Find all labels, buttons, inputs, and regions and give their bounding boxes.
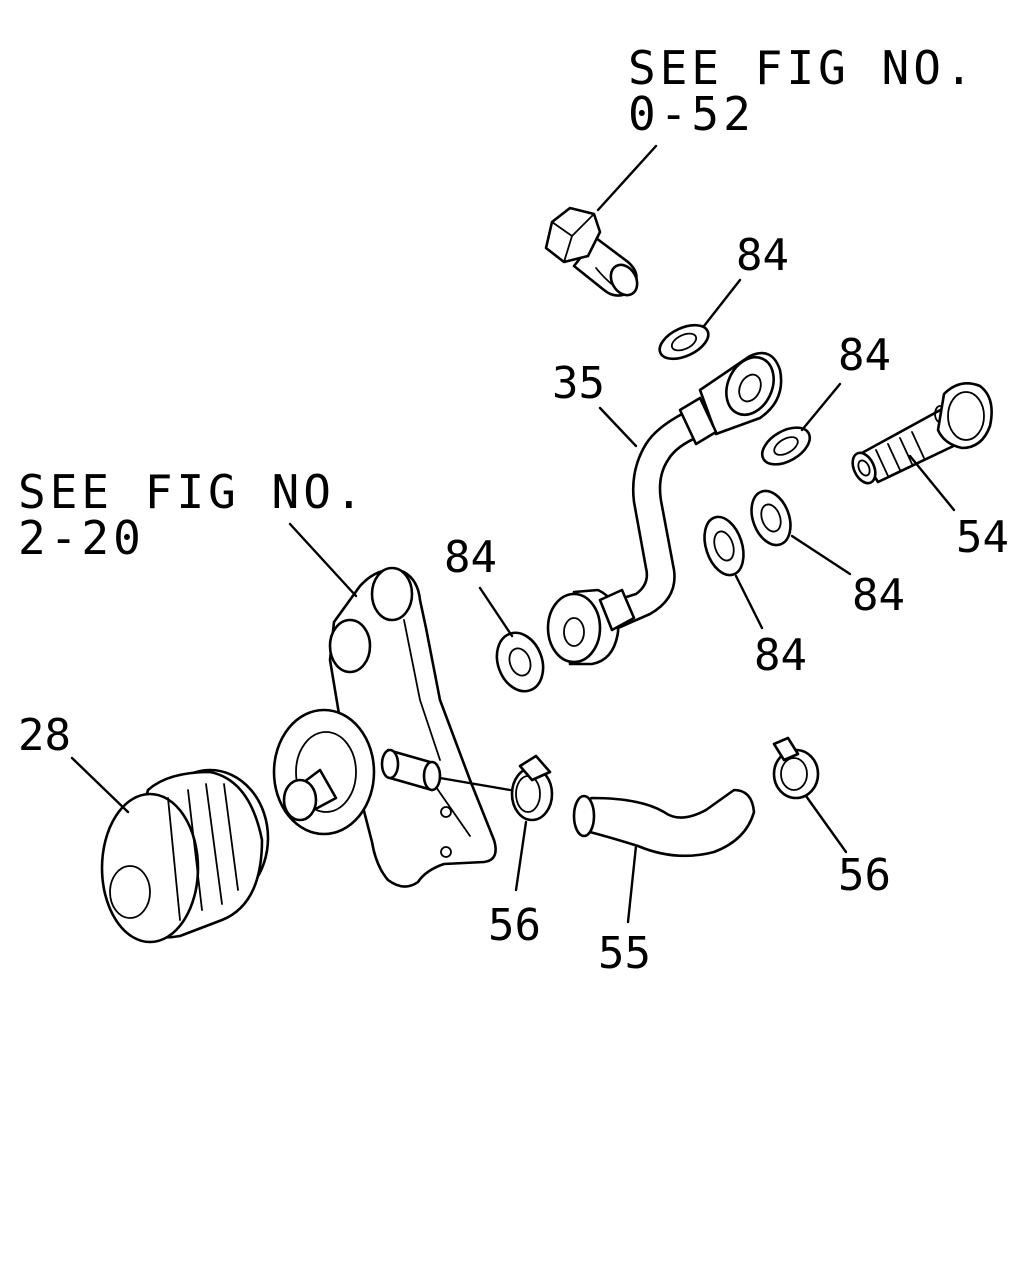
leader-top-bolt	[596, 144, 658, 212]
callout-84-top: 84	[736, 230, 789, 281]
hose	[572, 788, 756, 858]
callout-35: 35	[552, 358, 605, 409]
leader-pump	[288, 522, 358, 598]
top-bolt	[544, 206, 639, 297]
callout-84-left: 84	[444, 532, 497, 583]
callout-84-lower: 84	[754, 630, 807, 681]
washer-right	[760, 426, 812, 466]
leader-84-left	[478, 586, 514, 638]
leader-56-right	[804, 794, 848, 854]
reference-top-line1: SEE FIG NO.	[628, 41, 977, 95]
leader-28	[70, 756, 130, 814]
callout-56-left: 56	[488, 900, 541, 951]
callout-84-right: 84	[838, 330, 891, 381]
leader-84-lower	[734, 574, 764, 630]
washer-mid-right	[750, 489, 792, 547]
callout-54: 54	[956, 512, 1009, 563]
callout-56-right: 56	[838, 850, 891, 901]
callout-28: 28	[18, 710, 71, 761]
leader-84-right	[800, 382, 842, 432]
washer-mid-left	[703, 515, 745, 577]
oil-pipe	[546, 351, 783, 666]
leader-55	[626, 844, 638, 924]
pump-body	[272, 566, 497, 888]
leader-nipple	[438, 776, 512, 792]
hose-clamp-left	[510, 754, 554, 822]
washer-left	[495, 631, 545, 693]
leader-56-left	[514, 820, 528, 892]
hose-clamp-right	[772, 736, 820, 800]
leader-54	[908, 454, 956, 512]
leader-35	[598, 406, 638, 448]
filter-cap	[100, 768, 270, 944]
reference-left-line2: 2-20	[18, 511, 145, 565]
leader-84-mid-right	[790, 534, 852, 576]
washer-top	[658, 323, 710, 361]
callout-55: 55	[598, 928, 651, 979]
callout-84-mid: 84	[852, 570, 905, 621]
reference-top-line2: 0-52	[628, 87, 755, 141]
reference-left-line1: SEE FIG NO.	[18, 465, 367, 519]
eye-bolt	[851, 382, 993, 485]
leader-84-top	[702, 278, 742, 328]
